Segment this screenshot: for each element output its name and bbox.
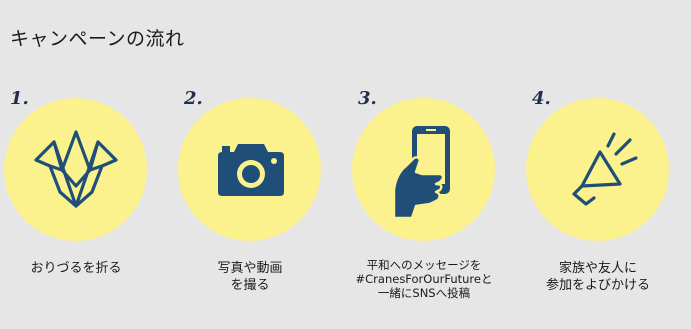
step-caption: 家族や友人に 参加をよびかける: [545, 261, 650, 293]
paper-crane-icon: [34, 130, 118, 208]
step-number: 4.: [532, 88, 551, 109]
step-circle: [526, 98, 669, 241]
smartphone-in-hand-icon: [392, 126, 450, 220]
step-caption: おりづるを折る: [30, 261, 122, 276]
step-1: 1. おりづるを折る: [2, 88, 172, 318]
step-4: 4. 家族や友人に 参加をよびかける: [524, 88, 691, 318]
megaphone-icon: [572, 132, 638, 206]
step-3: 3. 平和へのメッセージを #CranesForOurFutureと 一緒にSN…: [350, 88, 520, 318]
step-number: 2.: [184, 88, 203, 109]
page-title: キャンペーンの流れ: [10, 28, 185, 50]
step-number: 1.: [10, 88, 29, 109]
step-number: 3.: [358, 88, 377, 109]
camera-icon: [218, 144, 284, 196]
step-circle: [4, 98, 147, 241]
step-caption: 平和へのメッセージを #CranesForOurFutureと 一緒にSNSへ投…: [355, 258, 493, 300]
step-caption: 写真や動画 を撮る: [217, 261, 283, 293]
step-2: 2. 写真や動画 を撮る: [176, 88, 346, 318]
